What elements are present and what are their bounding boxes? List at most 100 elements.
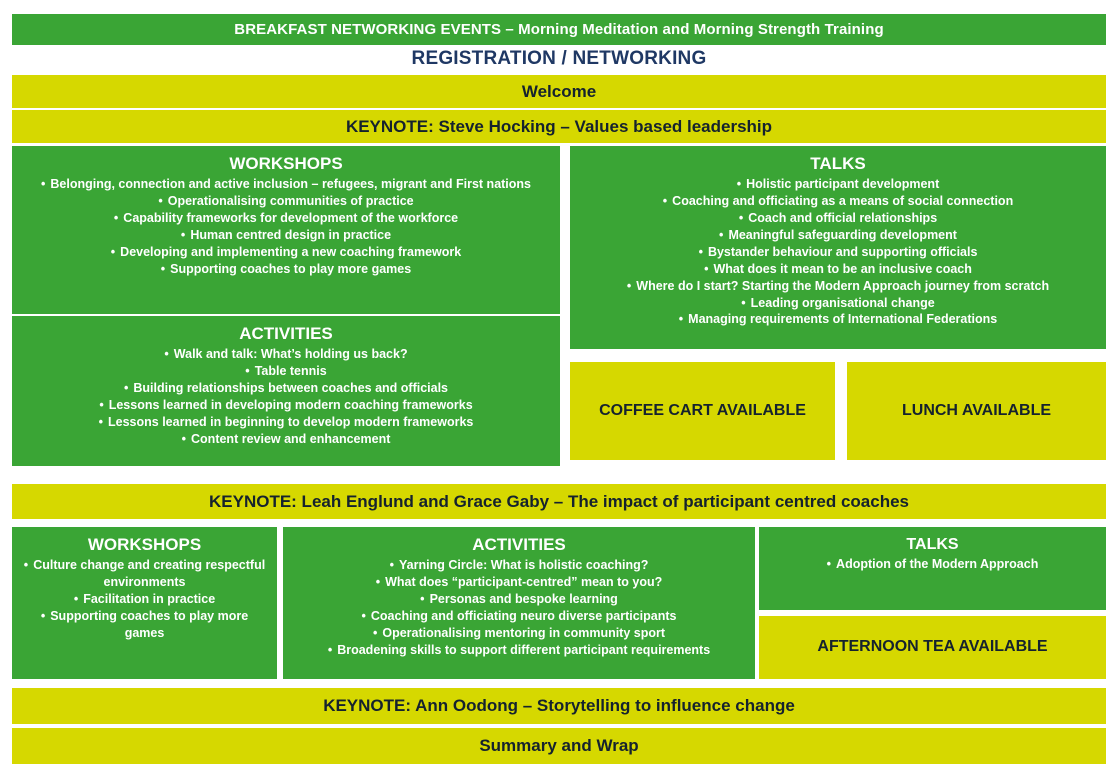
morning-talks-heading: TALKS [810, 154, 866, 173]
list-item-label: Operationalising communities of practice [167, 194, 414, 209]
list-item-label: Coaching and officiating as a means of s… [672, 194, 1014, 209]
list-item-label: Managing requirements of International F… [688, 312, 998, 327]
list-item-label: Walk and talk: What’s holding us back? [173, 347, 408, 362]
bullet-icon: • [662, 194, 668, 209]
list-item: • Facilitation in practice [18, 591, 271, 608]
morning-talks-list: •Holistic participant development •Coach… [576, 176, 1100, 328]
lunch-box: LUNCH AVAILABLE [847, 362, 1106, 460]
lunch-label: LUNCH AVAILABLE [901, 401, 1052, 419]
bullet-icon: • [110, 244, 116, 259]
bullet-icon: • [327, 642, 333, 657]
afternoon-activities-heading: ACTIVITIES [472, 535, 566, 554]
list-item-label: Content review and enhancement [191, 431, 391, 446]
list-item-label: Table tennis [254, 364, 327, 379]
bullet-icon: • [698, 244, 703, 259]
morning-talks-block: TALKS •Holistic participant development … [570, 146, 1106, 349]
keynote-1-label: KEYNOTE: Steve Hocking – Values based le… [345, 116, 773, 136]
bullet-icon: • [826, 557, 832, 572]
list-item: •Leading organisational change [576, 295, 1100, 312]
list-item: • Where do I start? Starting the Modern A… [576, 278, 1100, 295]
bullet-icon: • [704, 261, 709, 276]
registration-networking-label: REGISTRATION / NETWORKING [411, 48, 707, 70]
summary-and-wrap-band: Summary and Wrap [12, 728, 1106, 764]
list-item-label: Operationalising mentoring in community … [382, 625, 666, 640]
list-item-label: Developing and implementing a new coachi… [120, 244, 462, 259]
bullet-icon: • [678, 312, 684, 327]
bullet-icon: • [626, 278, 632, 293]
bullet-icon: • [40, 609, 46, 624]
afternoon-tea-label: AFTERNOON TEA AVAILABLE [817, 638, 1048, 656]
list-item: • Walk and talk: What’s holding us back? [18, 346, 554, 363]
bullet-icon: • [372, 625, 378, 640]
list-item: •Coach and official relationships [576, 210, 1100, 227]
registration-networking-band: REGISTRATION / NETWORKING [12, 45, 1106, 73]
list-item-label: Where do I start? Starting the Modern Ap… [636, 278, 1050, 293]
list-item-label: Lessons learned in beginning to develop … [108, 414, 474, 429]
list-item: •Supporting coaches to play more games [18, 261, 554, 278]
list-item: • Broadening skills to support different … [289, 642, 749, 659]
list-item-label: Adoption of the Modern Approach [836, 557, 1039, 572]
bullet-icon: • [73, 592, 79, 607]
welcome-band: Welcome [12, 75, 1106, 108]
list-item: • Managing requirements of International … [576, 311, 1100, 328]
keynote-2-band: KEYNOTE: Leah Englund and Grace Gaby – T… [12, 484, 1106, 519]
list-item: • Adoption of the Modern Approach [765, 556, 1100, 573]
list-item-label: Yarning Circle: What is holistic coachin… [399, 558, 649, 573]
list-item: • Human centred design in practice [18, 227, 554, 244]
bullet-icon: • [389, 558, 395, 573]
breakfast-networking-band: BREAKFAST NETWORKING EVENTS – Morning Me… [12, 14, 1106, 45]
keynote-1-band: KEYNOTE: Steve Hocking – Values based le… [12, 110, 1106, 143]
bullet-icon: • [123, 381, 129, 396]
list-item: • Building relationships between coaches … [18, 380, 554, 397]
morning-workshops-heading: WORKSHOPS [229, 154, 343, 173]
list-item-label: Supporting coaches to play more games [170, 261, 412, 276]
bullet-icon: • [113, 211, 119, 226]
list-item: • Bystander behaviour and supporting offi… [576, 244, 1100, 261]
afternoon-talks-heading: TALKS [906, 536, 959, 553]
list-item: • Personas and bespoke learning [289, 591, 749, 608]
afternoon-workshops-heading: WORKSHOPS [87, 535, 202, 554]
list-item: • Belonging, connection and active inclus… [18, 176, 554, 193]
list-item: • Operationalising mentoring in community… [289, 625, 749, 642]
keynote-3-band: KEYNOTE: Ann Oodong – Storytelling to in… [12, 688, 1106, 724]
list-item: •Meaningful safeguarding development [576, 227, 1100, 244]
list-item-label: Personas and bespoke learning [429, 592, 618, 607]
list-item: • Yarning Circle: What is holistic coachi… [289, 557, 749, 574]
list-item-label: Leading organisational change [750, 295, 935, 310]
list-item-label: Broadening skills to support different p… [337, 642, 711, 657]
list-item-label: Lessons learned in developing modern coa… [108, 398, 473, 413]
list-item-label: Human centred design in practice [190, 228, 392, 243]
list-item: • Developing and implementing a new coach… [18, 244, 554, 261]
welcome-label: Welcome [521, 81, 597, 101]
list-item: •Operationalising communities of practic… [18, 193, 554, 210]
list-item: •Lessons learned in beginning to develop… [18, 414, 554, 431]
list-item-label: Bystander behaviour and supporting offic… [707, 244, 978, 259]
list-item-label: What does “participant-centred” mean to … [385, 575, 663, 590]
list-item: • Coaching and officiating as a means of … [576, 193, 1100, 210]
bullet-icon: • [361, 609, 366, 624]
bullet-icon: • [164, 347, 169, 362]
afternoon-tea-box: AFTERNOON TEA AVAILABLE [759, 616, 1106, 679]
bullet-icon: • [420, 592, 425, 607]
afternoon-workshops-list: • Culture change and creating respectful … [18, 557, 271, 641]
morning-activities-heading: ACTIVITIES [239, 324, 333, 343]
afternoon-workshops-block: WORKSHOPS • Culture change and creating r… [12, 527, 277, 679]
list-item-label: Meaningful safeguarding development [728, 228, 957, 243]
list-item-label: Belonging, connection and active inclusi… [50, 177, 532, 192]
list-item-label: Culture change and creating respectful e… [33, 558, 266, 590]
list-item-label: Building relationships between coaches a… [133, 381, 449, 396]
list-item-label: Capability frameworks for development of… [123, 211, 459, 226]
bullet-icon: • [23, 558, 29, 573]
list-item: • Lessons learned in developing modern co… [18, 397, 554, 414]
coffee-cart-label: COFFEE CART AVAILABLE [599, 401, 806, 419]
list-item: • Capability frameworks for development o… [18, 210, 554, 227]
morning-workshops-block: WORKSHOPS • Belonging, connection and act… [12, 146, 560, 314]
breakfast-networking-label: BREAKFAST NETWORKING EVENTS – Morning Me… [234, 20, 884, 38]
bullet-icon: • [180, 228, 186, 243]
list-item: •Supporting coaches to play more games [18, 608, 271, 642]
bullet-icon: • [99, 398, 104, 413]
list-item-label: Holistic participant development [746, 177, 940, 192]
list-item-label: Facilitation in practice [83, 592, 216, 607]
afternoon-activities-block: ACTIVITIES • Yarning Circle: What is holi… [283, 527, 755, 679]
bullet-icon: • [40, 177, 46, 192]
